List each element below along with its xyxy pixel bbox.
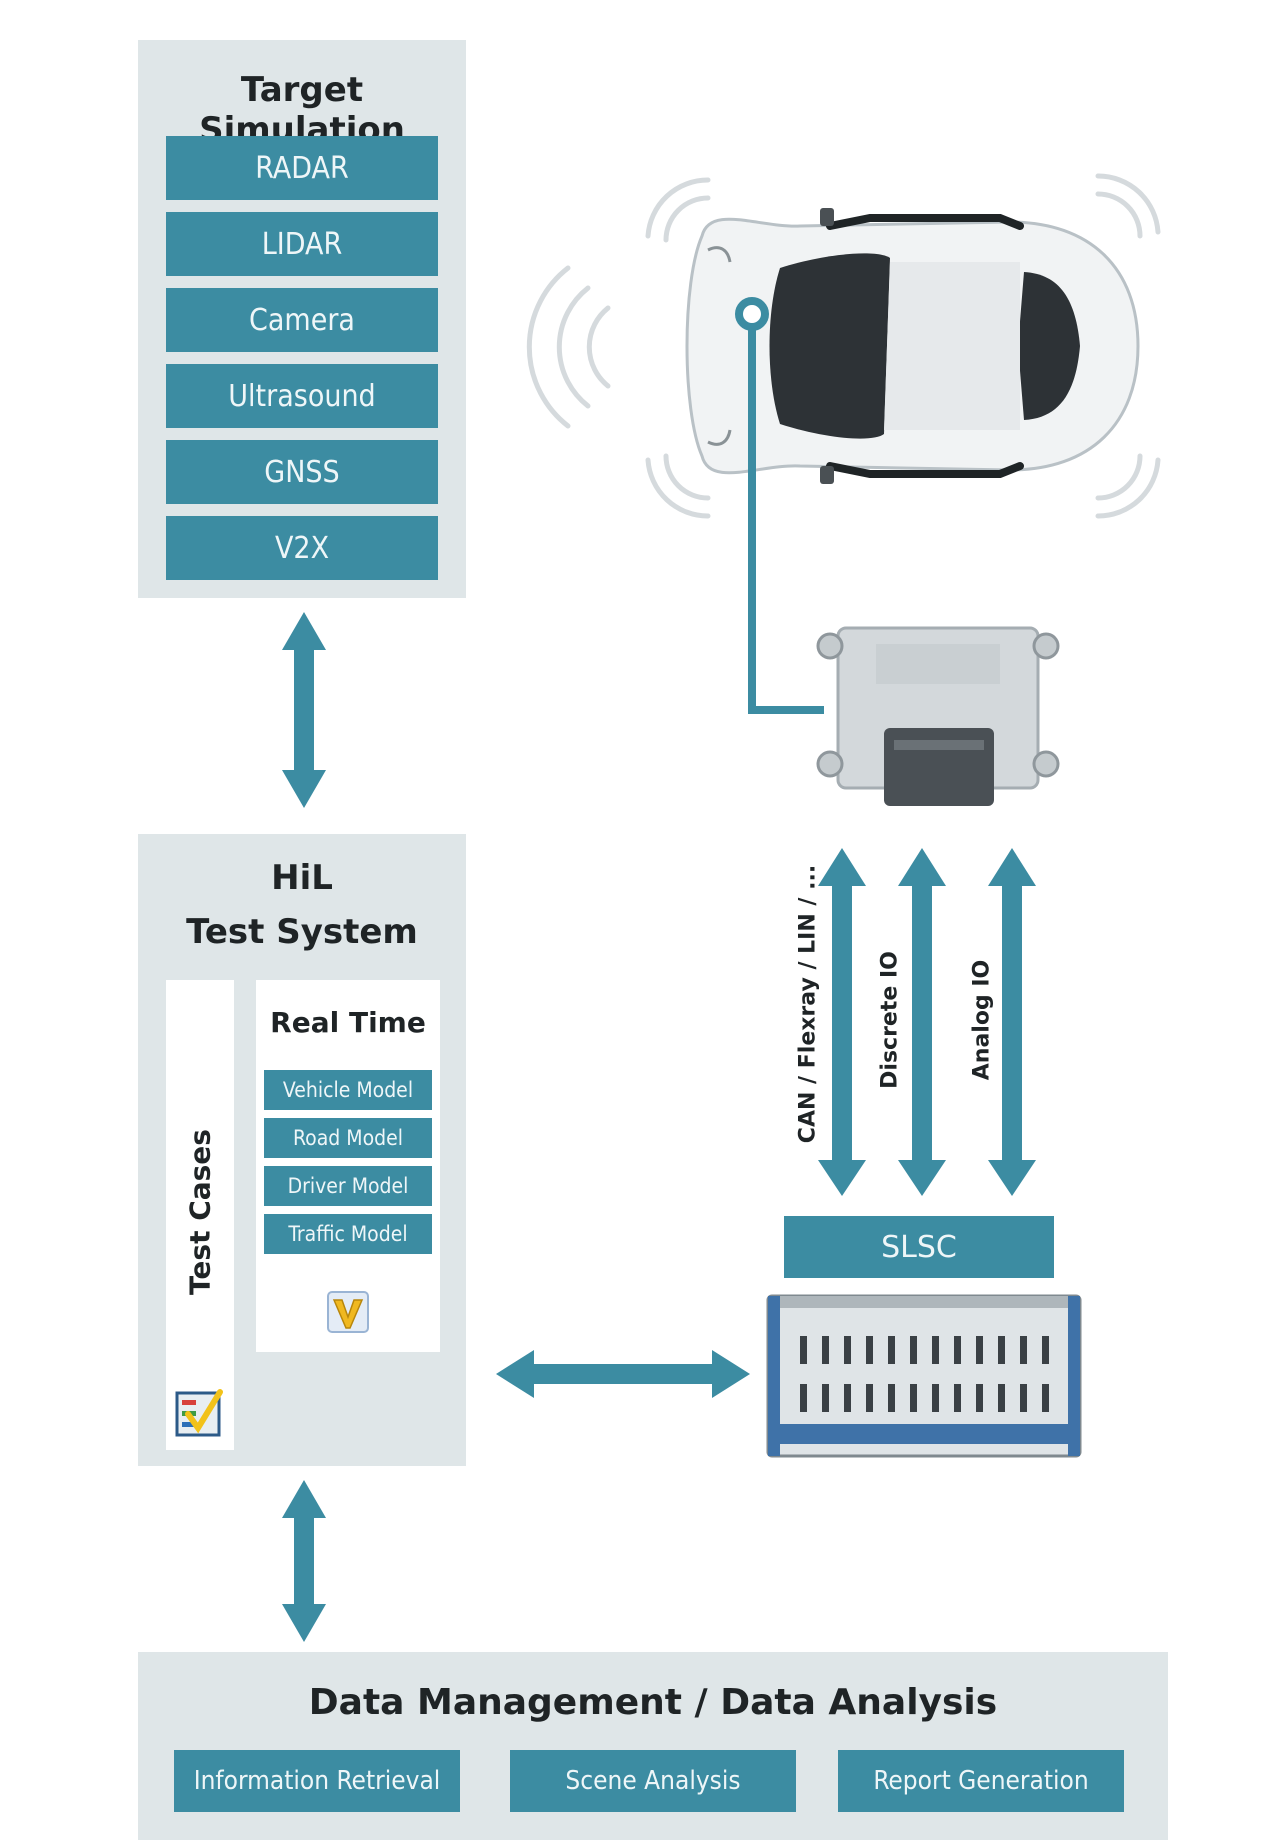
model-vehicle: Vehicle Model (264, 1070, 432, 1110)
info-retrieval-box: Information Retrieval (174, 1750, 460, 1812)
hil-title-line2: Test System (186, 912, 418, 952)
arrow-hil-data (282, 1480, 326, 1642)
discrete-io-label: Discrete IO (877, 951, 903, 1089)
slsc-bar (784, 1216, 1054, 1278)
checklist-icon (175, 1389, 223, 1437)
sensor-waves-icon (526, 173, 1161, 519)
arrow-analog-io (988, 848, 1036, 1196)
car-icon (685, 208, 1140, 484)
veristand-logo-icon (327, 1291, 369, 1333)
analog-io-label: Analog IO (969, 959, 995, 1081)
slsc-label: SLSC (881, 1229, 957, 1265)
data-management-panel: Data Management / Data Analysis Informat… (138, 1652, 1168, 1840)
target-item-lidar: LIDAR (166, 212, 438, 276)
model-road: Road Model (264, 1118, 432, 1158)
scene-analysis-box: Scene Analysis (510, 1750, 796, 1812)
ecu-icon (816, 626, 1060, 806)
report-generation-box: Report Generation (838, 1750, 1124, 1812)
pxi-chassis-icon (766, 1294, 1082, 1458)
hil-test-system-panel: HiL Test System Test Cases Real Time Veh… (138, 834, 466, 1466)
arrow-bus-io (818, 848, 866, 1196)
sensor-connection-line (735, 297, 824, 714)
target-item-v2x: V2X (166, 516, 438, 580)
hil-title-line1: HiL (271, 858, 333, 898)
target-item-ultrasound: Ultrasound (166, 364, 438, 428)
target-item-gnss: GNSS (166, 440, 438, 504)
real-time-title: Real Time (270, 1006, 426, 1039)
model-driver: Driver Model (264, 1166, 432, 1206)
target-simulation-panel: Target Simulation RADAR LIDAR Camera Ult… (138, 40, 466, 598)
test-cases-box: Test Cases (166, 980, 234, 1450)
arrow-hil-chassis (496, 1350, 750, 1398)
target-item-radar: RADAR (166, 136, 438, 200)
target-item-camera: Camera (166, 288, 438, 352)
data-management-title: Data Management / Data Analysis (308, 1682, 998, 1723)
real-time-box: Real Time Vehicle Model Road Model Drive… (256, 980, 440, 1352)
model-traffic: Traffic Model (264, 1214, 432, 1254)
arrow-discrete-io (898, 848, 946, 1196)
arrow-target-hil (282, 612, 326, 808)
bus-io-label: CAN / Flexray / LIN / ... (795, 864, 821, 1144)
